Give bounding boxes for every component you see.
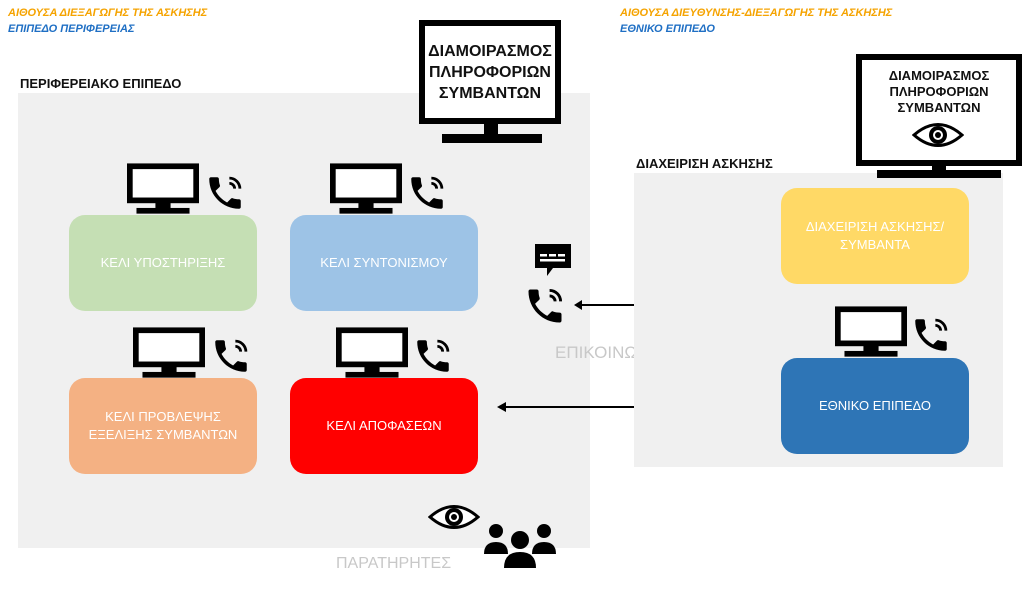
display-stand	[484, 124, 498, 136]
phone-icon	[523, 284, 567, 328]
national-display-line3: ΣΥΜΒΑΝΤΩΝ	[897, 100, 981, 115]
regional-level-label: ΠΕΡΙΦΕΡΕΙΑΚΟ ΕΠΙΠΕΔΟ	[20, 76, 182, 91]
forecast-cell: ΚΕΛΙ ΠΡΟΒΛΕΨΗΣ ΕΞΕΛΙΞΗΣ ΣΥΜΒΑΝΤΩΝ	[69, 378, 257, 474]
display-line1: ΔΙΑΜΟΙΡΑΣΜΟΣ	[428, 42, 552, 60]
header-left-line1: ΑΙΘΟΥΣΑ ΔΙΕΞΑΓΩΓΗΣ ΤΗΣ ΑΣΚΗΣΗΣ	[8, 7, 208, 19]
support-cell: ΚΕΛΙ ΥΠΟΣΤΗΡΙΞΗΣ	[69, 215, 257, 311]
header-right-line2: ΕΘΝΙΚΟ ΕΠΙΠΕΔΟ	[620, 23, 715, 35]
forecast-cell-label-line2: ΕΞΕΛΙΞΗΣ ΣΥΜΒΑΝΤΩΝ	[88, 427, 238, 442]
exercise-management-box: ΔΙΑΧΕΙΡΙΣΗ ΑΣΚΗΣΗΣ/ ΣΥΜΒΑΝΤΑ	[781, 188, 969, 284]
decisions-cell-label: ΚΕΛΙ ΑΠΟΦΑΣΕΩΝ	[326, 418, 442, 433]
national-display-base	[877, 170, 1001, 178]
national-info-sharing-display: ΔΙΑΜΟΙΡΑΣΜΟΣ ΠΛΗΡΟΦΟΡΙΩΝ ΣΥΜΒΑΝΤΩΝ	[856, 54, 1022, 166]
exercise-management-label: ΔΙΑΧΕΙΡΙΣΗ ΑΣΚΗΣΗΣ	[636, 156, 773, 171]
header-right-line1: ΑΙΘΟΥΣΑ ΔΙΕΥΘΥΝΣΗΣ-ΔΙΕΞΑΓΩΓΗΣ ΤΗΣ ΑΣΚΗΣΗ…	[620, 7, 893, 19]
national-level-box: ΕΘΝΙΚΟ ΕΠΙΠΕΔΟ	[781, 358, 969, 454]
monitor-icon	[133, 327, 205, 379]
people-icon	[482, 520, 558, 570]
eye-icon	[912, 120, 964, 150]
observers-label: ΠΑΡΑΤΗΡΗΤΕΣ	[336, 555, 452, 572]
display-line3: ΣΥΜΒΑΝΤΩΝ	[438, 84, 542, 102]
display-line2: ΠΛΗΡΟΦΟΡΙΩΝ	[429, 63, 551, 81]
monitor-icon	[835, 306, 907, 358]
header-left-line2: ΕΠΙΠΕΔΟ ΠΕΡΙΦΕΡΕΙΑΣ	[8, 23, 135, 35]
monitor-icon	[336, 327, 408, 379]
forecast-cell-label-line1: ΚΕΛΙ ΠΡΟΒΛΕΨΗΣ	[105, 409, 221, 424]
national-display-line2: ΠΛΗΡΟΦΟΡΙΩΝ	[889, 84, 989, 99]
support-cell-label: ΚΕΛΙ ΥΠΟΣΤΗΡΙΞΗΣ	[100, 255, 226, 270]
monitor-icon	[127, 163, 199, 215]
management-label-line2: ΣΥΜΒΑΝΤΑ	[840, 237, 910, 252]
regional-panel	[18, 93, 590, 548]
decisions-cell: ΚΕΛΙ ΑΠΟΦΑΣΕΩΝ	[290, 378, 478, 474]
eye-icon	[428, 502, 480, 532]
info-sharing-display: ΔΙΑΜΟΙΡΑΣΜΟΣ ΠΛΗΡΟΦΟΡΙΩΝ ΣΥΜΒΑΝΤΩΝ	[419, 20, 561, 124]
phone-icon	[910, 314, 952, 356]
phone-icon	[204, 172, 246, 214]
chat-icon	[533, 242, 573, 278]
management-label-line1: ΔΙΑΧΕΙΡΙΣΗ ΑΣΚΗΣΗΣ/	[805, 219, 945, 234]
monitor-icon	[330, 163, 402, 215]
national-level-label: ΕΘΝΙΚΟ ΕΠΙΠΕΔΟ	[818, 398, 932, 413]
phone-icon	[412, 335, 454, 377]
national-display-stand	[932, 166, 946, 172]
display-base	[442, 134, 542, 143]
coordination-cell-label: ΚΕΛΙ ΣΥΝΤΟΝΙΣΜΟΥ	[320, 255, 448, 270]
phone-icon	[406, 172, 448, 214]
coordination-cell: ΚΕΛΙ ΣΥΝΤΟΝΙΣΜΟΥ	[290, 215, 478, 311]
phone-icon	[210, 335, 252, 377]
national-display-line1: ΔΙΑΜΟΙΡΑΣΜΟΣ	[888, 68, 990, 83]
